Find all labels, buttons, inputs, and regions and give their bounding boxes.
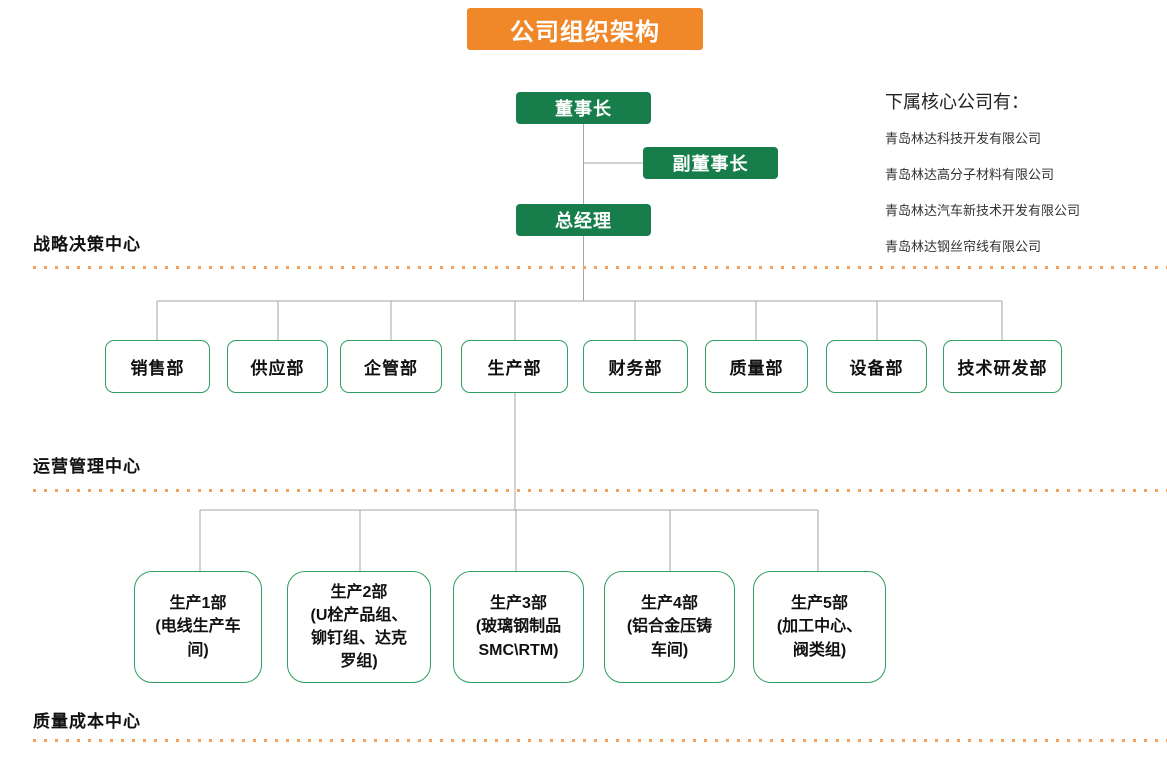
node-dept-equipment: 设备部 [826,340,927,393]
node-production-unit-5: 生产5部 (加工中心、 阀类组) [753,571,886,683]
node-chairman: 董事长 [516,92,651,124]
dotted-separator [33,266,1167,269]
subsidiaries-heading: 下属核心公司有： [885,92,1029,112]
node-dept-quality: 质量部 [705,340,808,393]
node-dept-sales: 销售部 [105,340,210,393]
page-title: 公司组织架构 [467,8,703,50]
node-production-unit-3: 生产3部 (玻璃钢制品 SMC\RTM) [453,571,584,683]
node-production-unit-4: 生产4部 (铝合金压铸 车间) [604,571,735,683]
node-dept-production: 生产部 [461,340,568,393]
node-production-unit-2: 生产2部 (U栓产品组、 铆钉组、达克 罗组) [287,571,431,683]
node-dept-enterprise-mgmt: 企管部 [340,340,442,393]
section-label-strategic: 战略决策中心 [33,235,141,254]
section-label-quality-cost: 质量成本中心 [33,712,141,731]
subsidiaries-panel: 下属核心公司有： 青岛林达科技开发有限公司 青岛林达高分子材料有限公司 青岛林达… [885,88,1155,272]
dotted-separator [33,489,1167,492]
node-production-unit-1: 生产1部 (电线生产车 间) [134,571,262,683]
subsidiary-company: 青岛林达科技开发有限公司 [885,131,1042,146]
section-label-operations: 运营管理中心 [33,457,141,476]
node-vice-chairman: 副董事长 [643,147,778,179]
subsidiary-company: 青岛林达汽车新技术开发有限公司 [885,203,1081,218]
dotted-separator [33,739,1167,742]
subsidiary-company: 青岛林达钢丝帘线有限公司 [885,239,1042,254]
node-dept-rnd: 技术研发部 [943,340,1062,393]
subsidiary-company: 青岛林达高分子材料有限公司 [885,167,1055,182]
node-general-manager: 总经理 [516,204,651,236]
node-dept-finance: 财务部 [583,340,688,393]
node-dept-supply: 供应部 [227,340,328,393]
